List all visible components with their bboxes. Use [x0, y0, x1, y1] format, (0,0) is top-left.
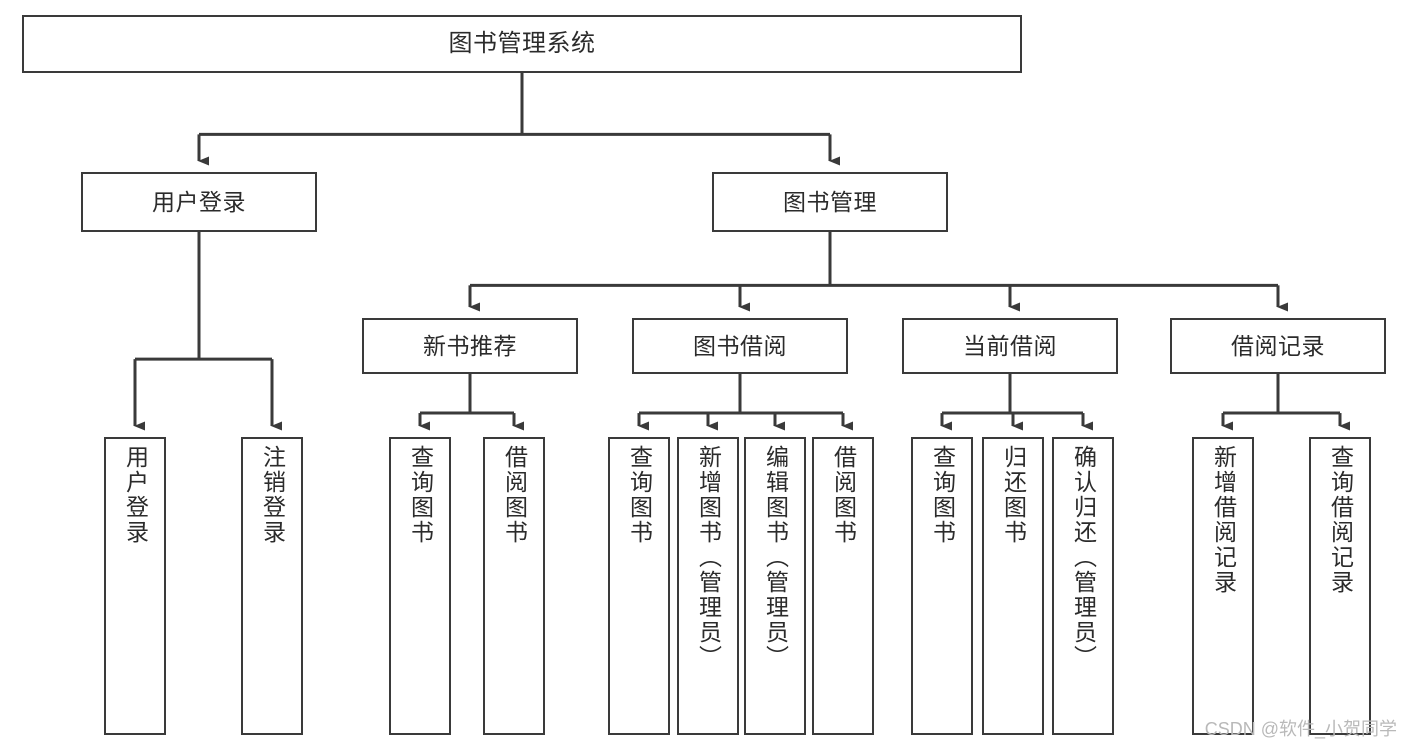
node-leaf-8[interactable]: 借阅图书: [812, 437, 874, 735]
node-login[interactable]: 用户登录: [81, 172, 317, 232]
node-borrow[interactable]: 图书借阅: [632, 318, 848, 374]
node-label: 归还图书: [1000, 445, 1027, 545]
node-newbooks[interactable]: 新书推荐: [362, 318, 578, 374]
node-label: 用户登录: [152, 188, 246, 215]
node-bookmgmt[interactable]: 图书管理: [712, 172, 948, 232]
node-leaf-11[interactable]: 确认归还（管理员）: [1052, 437, 1114, 735]
node-leaf-7[interactable]: 编辑图书（管理员）: [744, 437, 806, 735]
node-leaf-5[interactable]: 查询图书: [608, 437, 670, 735]
node-leaf-2[interactable]: 注销登录: [241, 437, 303, 735]
watermark: CSDN @软件_小贺同学: [1204, 719, 1397, 739]
node-leaf-4[interactable]: 借阅图书: [483, 437, 545, 735]
node-label: 查询图书: [407, 445, 434, 545]
node-label: 图书借阅: [693, 332, 787, 359]
node-current[interactable]: 当前借阅: [902, 318, 1118, 374]
node-records[interactable]: 借阅记录: [1170, 318, 1386, 374]
node-label: 借阅记录: [1231, 332, 1325, 359]
node-label: 借阅图书: [501, 445, 528, 545]
node-label: 新增图书（管理员）: [695, 445, 722, 670]
node-label: 借阅图书: [830, 445, 857, 545]
node-label: 查询图书: [626, 445, 653, 545]
node-leaf-3[interactable]: 查询图书: [389, 437, 451, 735]
node-label: 确认归还（管理员）: [1070, 445, 1097, 670]
node-label: 图书管理: [783, 188, 877, 215]
node-leaf-6[interactable]: 新增图书（管理员）: [677, 437, 739, 735]
node-label: 注销登录: [259, 445, 286, 545]
node-label: 编辑图书（管理员）: [762, 445, 789, 670]
node-leaf-12[interactable]: 新增借阅记录: [1192, 437, 1254, 735]
node-label: 图书管理系统: [448, 30, 596, 58]
node-label: 用户登录: [122, 445, 149, 545]
node-label: 查询图书: [929, 445, 956, 545]
node-root[interactable]: 图书管理系统: [22, 15, 1022, 73]
node-leaf-13[interactable]: 查询借阅记录: [1309, 437, 1371, 735]
node-leaf-9[interactable]: 查询图书: [911, 437, 973, 735]
node-label: 新书推荐: [423, 332, 517, 359]
node-leaf-10[interactable]: 归还图书: [982, 437, 1044, 735]
node-label: 查询借阅记录: [1327, 445, 1354, 595]
node-label: 新增借阅记录: [1210, 445, 1237, 595]
node-label: 当前借阅: [963, 332, 1057, 359]
node-leaf-1[interactable]: 用户登录: [104, 437, 166, 735]
